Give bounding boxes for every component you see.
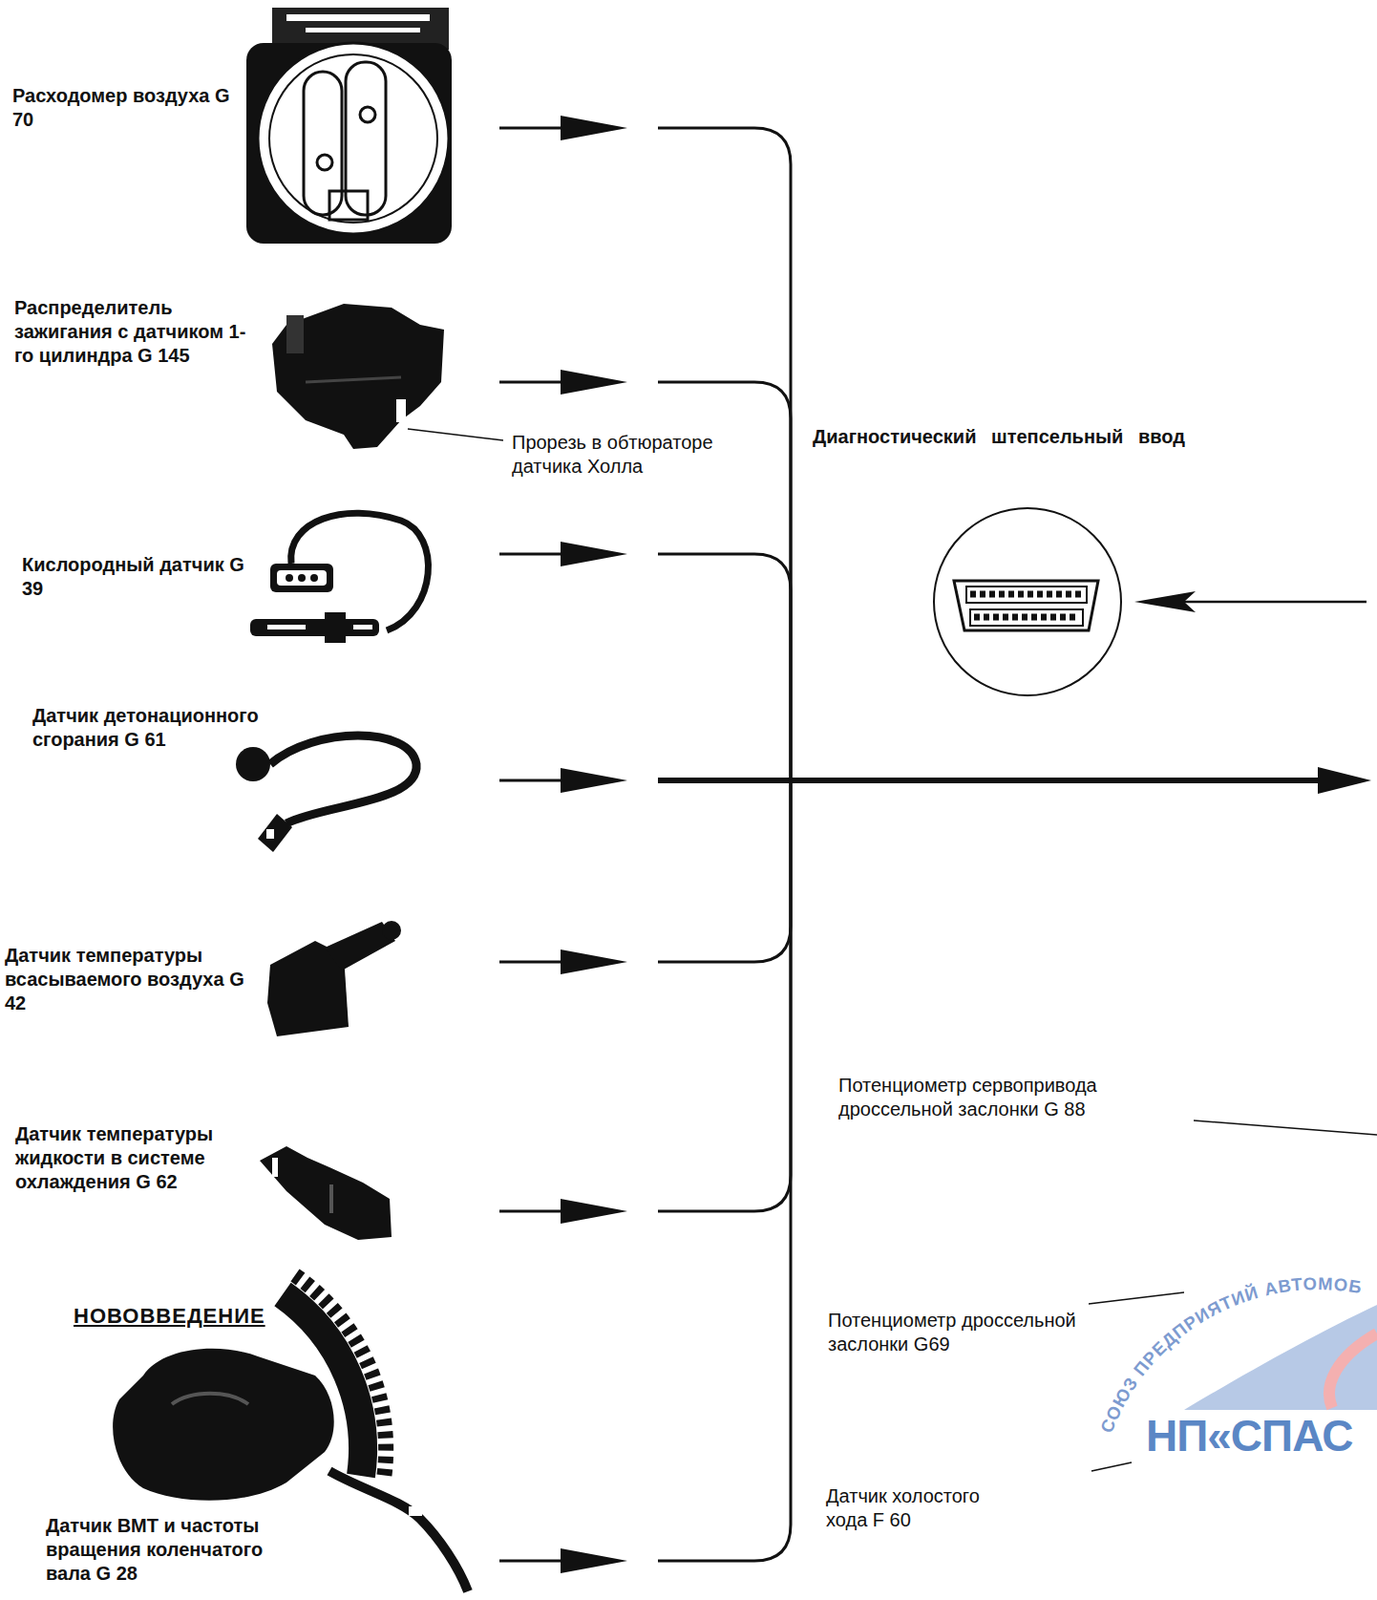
oxygen-sensor [276,570,327,586]
signal-arrow [560,115,628,141]
air-flow-meter [269,54,438,223]
watermark-text: СОЮЗ ПРЕДПРИЯТИЙ АВТОМОБ [1096,1272,1365,1436]
oxygen-sensor [353,624,373,630]
intake-air-temp-sensor [381,920,402,940]
leader-line [1091,1461,1132,1471]
sensor-label: Датчик температуры жидкости в системе ох… [15,1122,245,1194]
sensor-label: Кислородный датчик G 39 [21,552,252,601]
signal-arrow [560,949,628,975]
oxygen-sensor [310,573,318,582]
sensor-label: Датчик температуры всасываемого воздуха … [4,943,258,1016]
diagnostic-connector [966,586,1087,603]
air-flow-meter [360,106,376,123]
sensor-label: Датчик ВМТ и частоты вращения коленчатог… [45,1513,276,1586]
signal-arrow [499,779,566,783]
signal-arrow [560,369,628,395]
signal-arrow [499,1209,566,1213]
watermark-logo [1329,1333,1377,1408]
signal-arrow [560,767,628,793]
ignition-distributor [272,303,504,449]
oxygen-sensor [250,512,428,643]
signal-arrow [499,381,566,384]
air-flow-meter [303,71,342,215]
diagnostic-connector [970,609,1083,626]
watermark-text: СОЮЗ ПРЕДПРИЯТИЙ АВТОМОБ [1096,1272,1365,1436]
signal-bus [657,780,791,1561]
ignition-distributor [272,303,445,449]
knock-sensor [235,735,417,852]
part-label: Датчик холостого хода F 60 [826,1483,1017,1532]
diagnostic-connector [1184,600,1367,604]
signal-bus [657,127,1372,1561]
crankshaft-sensor [171,1393,249,1404]
air-flow-meter [305,27,421,33]
air-flow-meter [246,42,452,244]
signal-arrow [499,960,566,964]
coolant-temp-sensor [272,1157,278,1177]
signal-bus [657,780,791,1211]
ignition-distributor [407,428,504,441]
diagnostic-connector [970,591,1083,598]
signal-bus [657,127,791,781]
coolant-temp-sensor [259,1145,392,1240]
air-flow-meter [246,7,452,244]
oxygen-sensor [250,618,380,636]
signal-arrow [560,1198,628,1224]
part-label: Потенциометр дроссельной заслонки G69 [827,1308,1115,1356]
leader-line [1193,1120,1377,1135]
knock-sensor [270,735,417,824]
air-flow-meter [257,42,449,234]
sensor-label: Распределитель зажигания с датчиком 1-го… [14,296,265,368]
signal-arrow [560,1547,628,1573]
coolant-temp-sensor [329,1184,334,1213]
crankshaft-sensor [408,1505,423,1516]
signal-bus [657,553,791,781]
watermark-logo [1184,1304,1377,1410]
coolant-temp-sensor [259,1145,392,1240]
air-flow-meter [317,154,333,170]
signal-arrow [499,552,566,556]
signal-bus [657,777,1326,784]
note-heading: НОВОВВЕДЕНИЕ [73,1303,266,1328]
sensor-label: Расходомер воздуха G 70 [12,84,237,132]
knock-sensor [266,828,275,839]
crankshaft-sensor [329,1470,468,1591]
signal-bus [657,780,791,962]
signal-arrow [499,127,566,130]
ignition-distributor [396,399,406,423]
oxygen-sensor [270,563,334,593]
watermark-text: НП«СПАС [1145,1413,1353,1458]
knock-sensor [235,746,271,782]
sensor-label: Датчик детонационного сгорания G 61 [32,703,276,752]
air-flow-meter [286,14,430,22]
diagnostic-connector [953,580,1367,631]
knock-sensor [257,813,293,852]
oxygen-sensor [285,573,294,582]
signal-bus [1317,766,1372,794]
intake-air-temp-sensor [267,920,402,1037]
crankshaft-sensor [112,1348,335,1501]
diagnostic-socket: Диагностический штепсельный ввод [932,507,1123,697]
ignition-distributor [305,377,402,382]
diagnostic-connector [953,580,1099,631]
callout-label: Прорезь в обтюраторе датчика Холла [511,430,751,479]
oxygen-sensor [297,573,306,582]
part-label: Потенциометр сервопривода дроссельной за… [838,1073,1125,1122]
signal-arrow [499,1559,566,1563]
diagnostic-connector [974,614,1080,621]
leader-line [1088,1120,1377,1471]
air-flow-meter [329,190,368,220]
ignition-distributor [286,315,304,354]
diagnostic-connector [1134,591,1196,613]
signal-arrow [499,115,628,1573]
oxygen-sensor [267,624,306,630]
signal-arrow [560,541,628,567]
oxygen-sensor [324,612,346,643]
leader-line [1088,1292,1185,1304]
node-heading: Диагностический штепсельный ввод [812,424,1186,449]
